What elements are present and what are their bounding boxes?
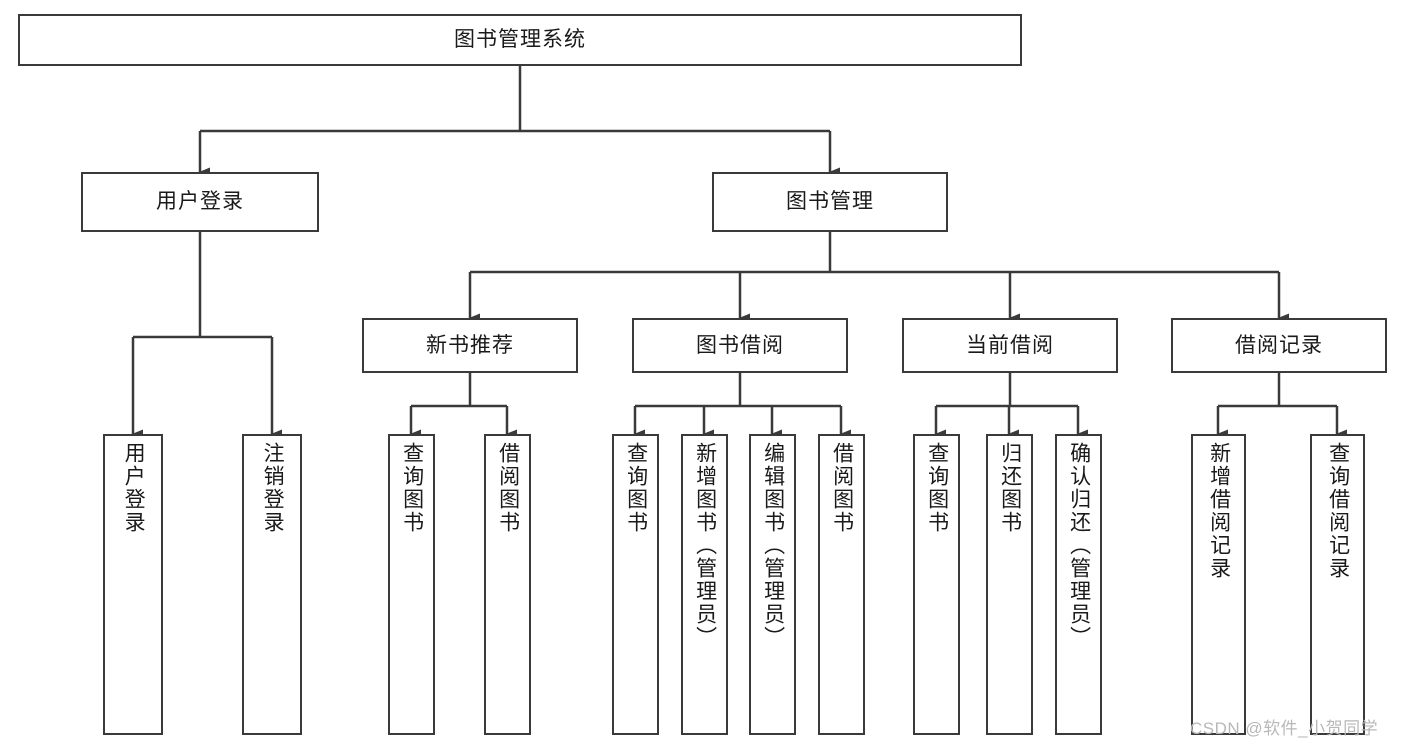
node-label: 图书管理	[786, 190, 874, 214]
node-label: 编辑图书（管理员）	[761, 442, 785, 649]
node-user-login[interactable]: 用户登录	[81, 172, 319, 232]
node-label: 图书管理系统	[454, 28, 586, 52]
node-label: 确认归还（管理员）	[1067, 442, 1091, 649]
node-label: 注销登录	[261, 442, 285, 534]
node-label: 归还图书	[998, 442, 1022, 534]
node-label: 借阅记录	[1235, 333, 1323, 357]
node-leaf-return-book[interactable]: 归还图书	[986, 434, 1033, 735]
node-label: 新增借阅记录	[1207, 442, 1231, 580]
node-label: 借阅图书	[496, 442, 520, 534]
node-leaf-query-record[interactable]: 查询借阅记录	[1310, 434, 1365, 735]
node-leaf-borrow-book-1[interactable]: 借阅图书	[484, 434, 531, 735]
node-label: 新书推荐	[426, 333, 514, 357]
node-leaf-query-book-3[interactable]: 查询图书	[913, 434, 960, 735]
node-label: 用户登录	[122, 442, 146, 534]
node-current-borrow[interactable]: 当前借阅	[902, 318, 1118, 373]
node-label: 查询图书	[624, 442, 648, 534]
node-book-manage[interactable]: 图书管理	[712, 172, 948, 232]
node-new-book-recommend[interactable]: 新书推荐	[362, 318, 578, 373]
node-leaf-query-book-2[interactable]: 查询图书	[612, 434, 659, 735]
node-leaf-query-book-1[interactable]: 查询图书	[388, 434, 435, 735]
node-label: 当前借阅	[966, 333, 1054, 357]
node-label: 查询图书	[400, 442, 424, 534]
node-label: 查询借阅记录	[1326, 442, 1350, 580]
node-label: 图书借阅	[696, 333, 784, 357]
node-leaf-user-login[interactable]: 用户登录	[103, 434, 163, 735]
node-leaf-confirm-return[interactable]: 确认归还（管理员）	[1055, 434, 1102, 735]
node-leaf-edit-book[interactable]: 编辑图书（管理员）	[749, 434, 796, 735]
node-book-borrow[interactable]: 图书借阅	[632, 318, 848, 373]
node-root-system[interactable]: 图书管理系统	[18, 14, 1022, 66]
connector-group	[131, 66, 1347, 439]
node-label: 新增图书（管理员）	[693, 442, 717, 649]
node-borrow-record[interactable]: 借阅记录	[1171, 318, 1387, 373]
node-label: 借阅图书	[830, 442, 854, 534]
node-leaf-add-record[interactable]: 新增借阅记录	[1191, 434, 1246, 735]
node-leaf-add-book[interactable]: 新增图书（管理员）	[681, 434, 728, 735]
node-label: 用户登录	[156, 190, 244, 214]
node-label: 查询图书	[925, 442, 949, 534]
node-leaf-borrow-book-2[interactable]: 借阅图书	[818, 434, 865, 735]
node-leaf-logout[interactable]: 注销登录	[242, 434, 302, 735]
